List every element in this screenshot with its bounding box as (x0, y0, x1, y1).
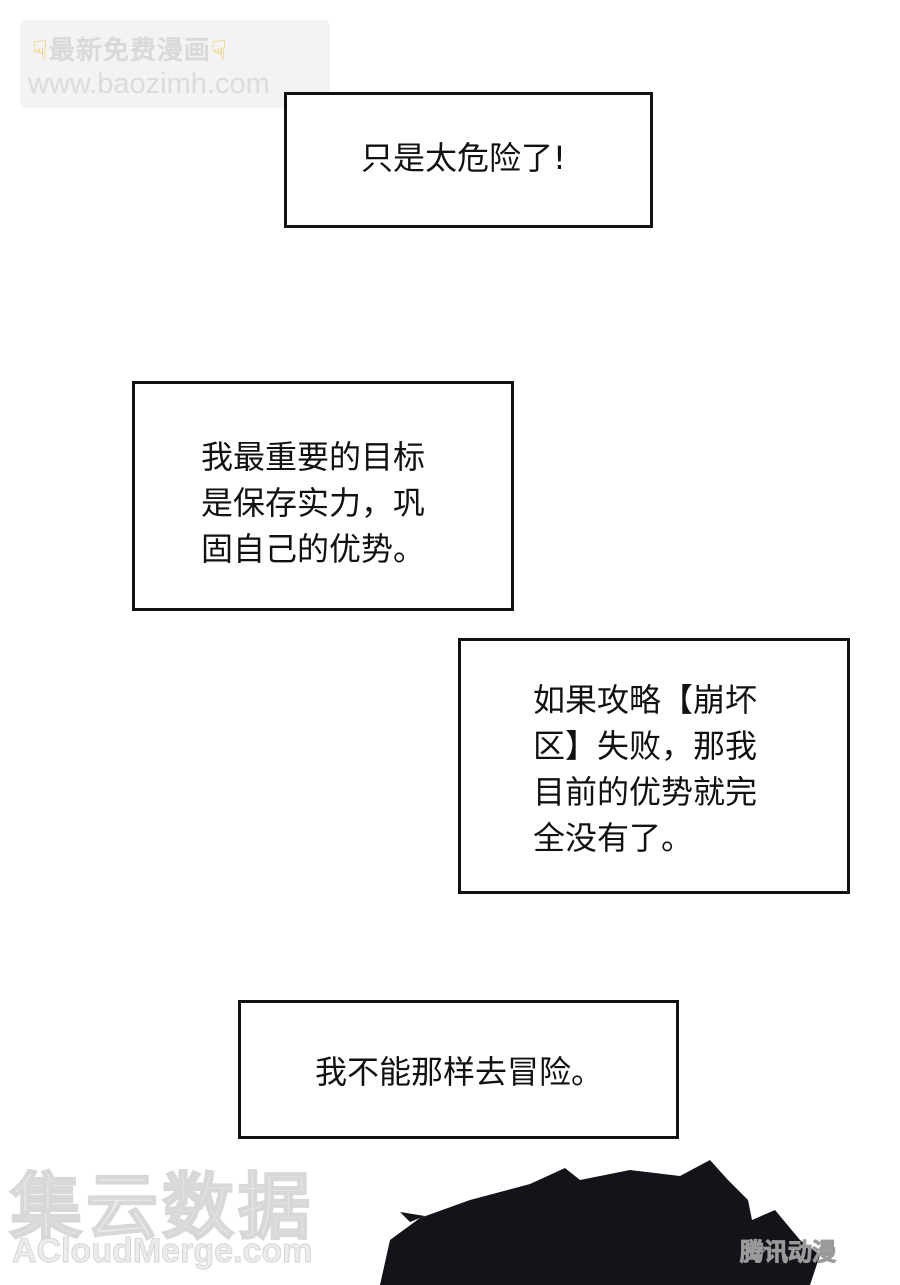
speech-box-3: 如果攻略【崩坏 区】失败，那我 目前的优势就完 全没有了。 (458, 638, 850, 894)
pointing-hand-icon: ☟ (32, 36, 49, 66)
pointing-hand-icon: ☟ (210, 36, 228, 66)
speech-text-3: 如果攻略【崩坏 区】失败，那我 目前的优势就完 全没有了。 (533, 681, 758, 857)
speech-box-2: 我最重要的目标 是保存实力，巩 固自己的优势。 (132, 381, 514, 611)
speech-box-1: 只是太危险了! (284, 92, 653, 228)
watermark-baozimh: ☟最新免费漫画☟ www.baozimh.com (20, 20, 330, 108)
watermark-publisher: 腾讯动漫 (740, 1238, 837, 1267)
character-hair-silhouette (380, 1160, 820, 1285)
watermark-line1: ☟最新免费漫画☟ (32, 36, 228, 66)
speech-text-1: 只是太危险了! (361, 139, 566, 177)
watermark-url: www.baozimh.com (28, 68, 270, 100)
watermark-brand-url: ACloudMerge.com (11, 1232, 313, 1271)
speech-text-4: 我不能那样去冒险。 (315, 1053, 604, 1091)
watermark-brand: 集云数据 (9, 1164, 315, 1250)
speech-box-4: 我不能那样去冒险。 (238, 1000, 679, 1139)
speech-text-2: 我最重要的目标 是保存实力，巩 固自己的优势。 (201, 438, 426, 568)
